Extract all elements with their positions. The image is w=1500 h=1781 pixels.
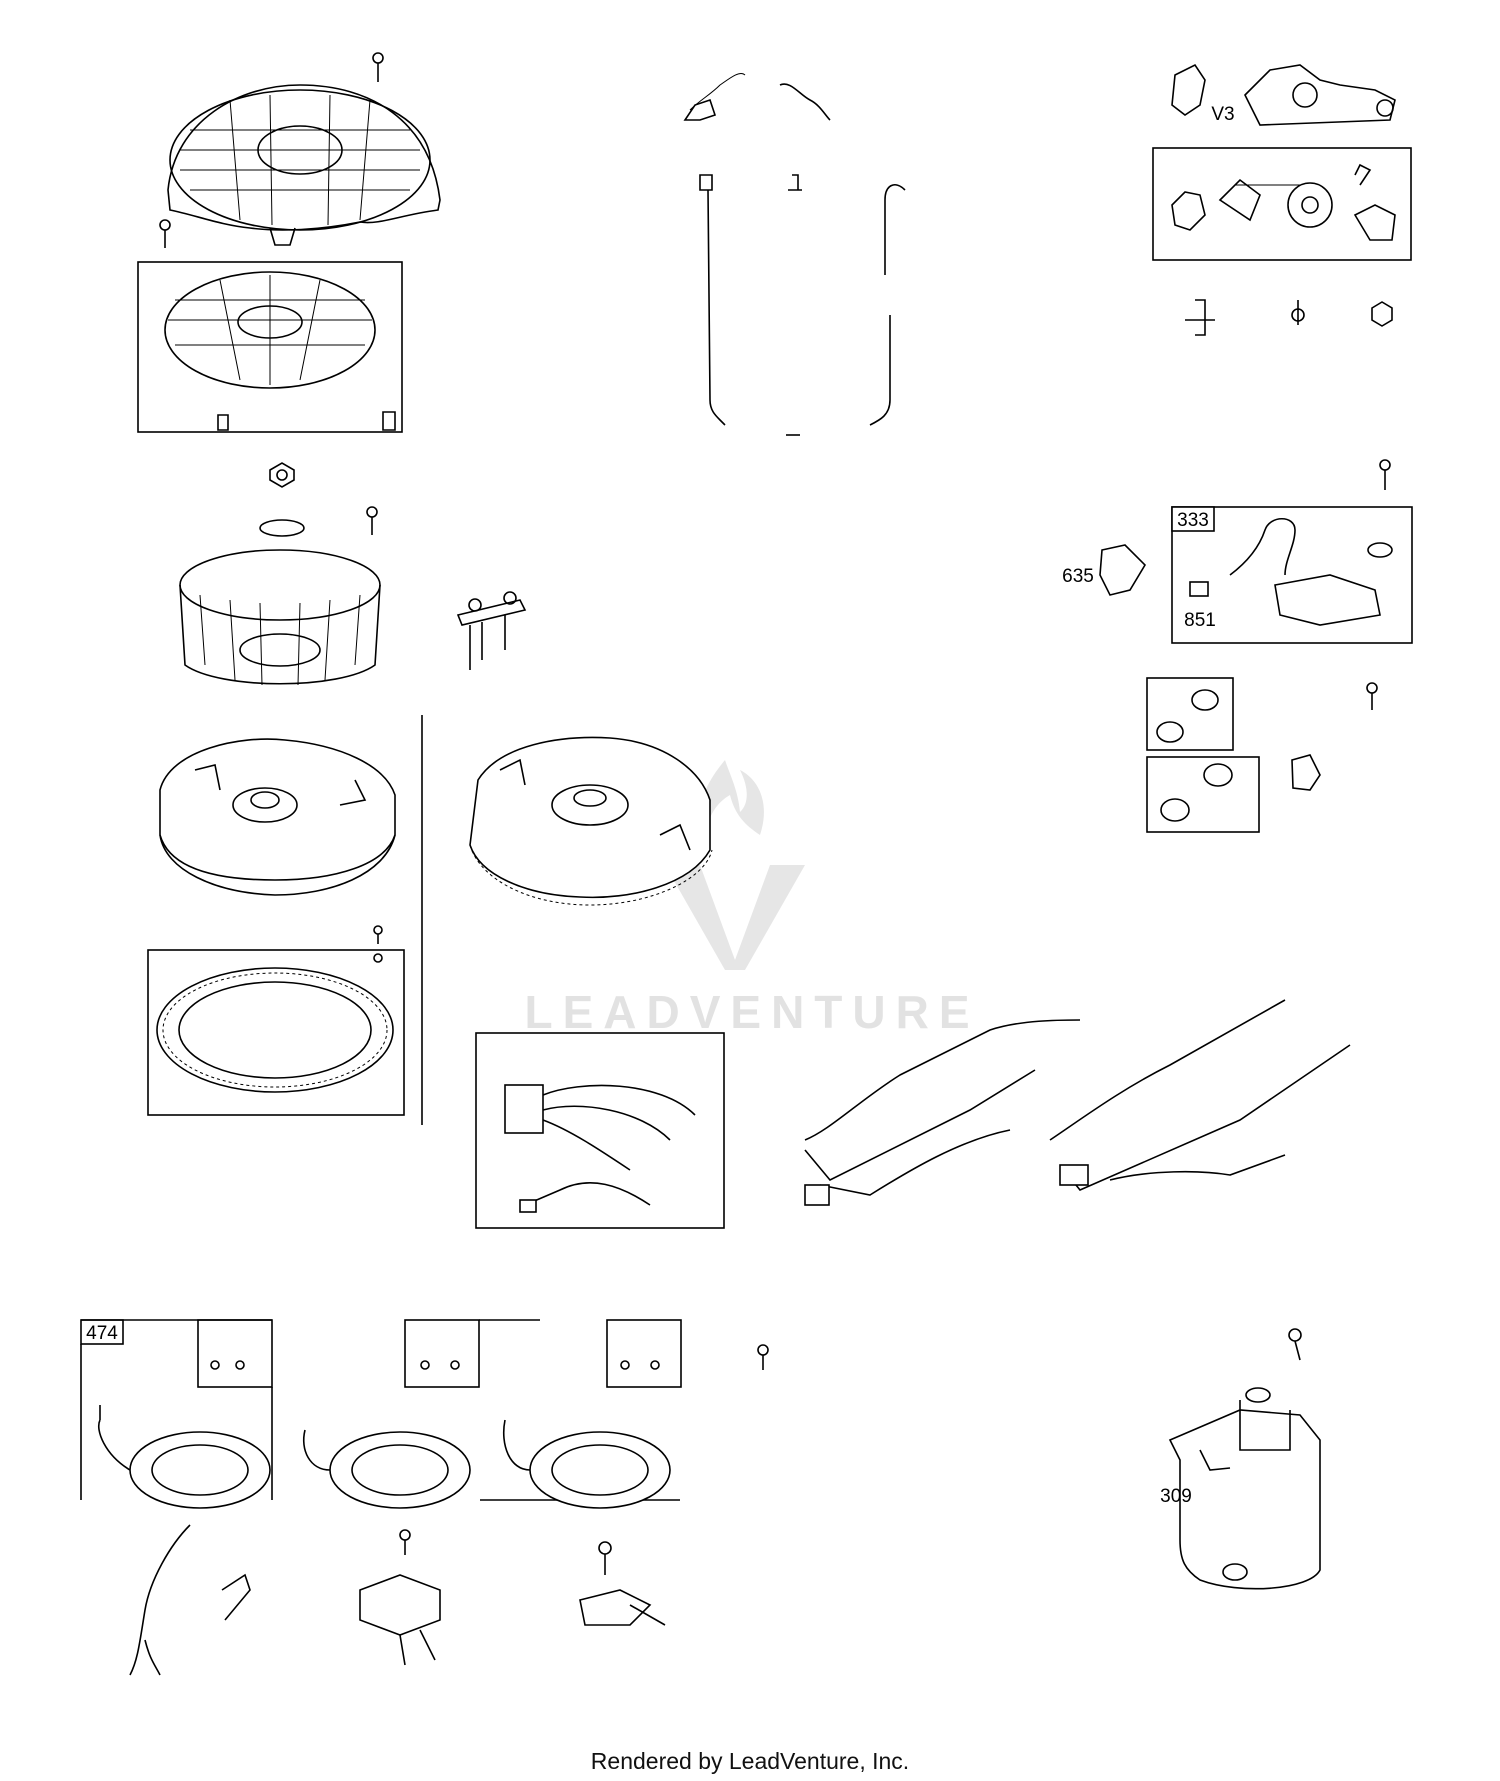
flywheel-with-ring-gear xyxy=(469,736,713,906)
stator-kit-frame-3-hardware xyxy=(606,1319,682,1388)
callout-333-group: 333 xyxy=(1171,506,1215,532)
stator-3 xyxy=(503,1360,671,1509)
wiring-harness-small xyxy=(504,1084,696,1213)
callout-635: 635 xyxy=(1062,566,1094,587)
screw-icon xyxy=(1379,459,1391,490)
rectifier xyxy=(359,1529,441,1666)
terminal-bracket xyxy=(456,591,527,670)
flywheel-fan xyxy=(179,462,381,686)
control-kit-parts xyxy=(1171,163,1396,241)
flywheel-left xyxy=(159,738,396,896)
spark-plug-lead xyxy=(129,1524,251,1676)
starter-motor xyxy=(1168,1328,1321,1590)
callout-474-group: 474 xyxy=(80,1319,124,1345)
control-kit-frame xyxy=(1152,147,1412,261)
clamp-kit-frame-2 xyxy=(1146,756,1260,833)
callout-333: 333 xyxy=(1177,510,1209,531)
wiring-harness-large-2 xyxy=(1049,999,1351,1191)
stator-2 xyxy=(303,1360,471,1509)
watermark-flame-icon xyxy=(699,760,764,850)
stator-1 xyxy=(98,1360,271,1509)
harness-kit-frame xyxy=(475,1032,725,1229)
blower-housing xyxy=(159,52,441,248)
hose-clamps-2 xyxy=(1160,754,1321,822)
ignition-armature-kit-frame xyxy=(1171,506,1413,644)
callout-635-group: 635 xyxy=(1062,544,1147,596)
ring-gear-kit-frame xyxy=(147,949,405,1116)
stator-kit-frame-1-hardware xyxy=(197,1319,273,1388)
watermark-text: LEADVENTURE xyxy=(524,986,979,1038)
stator-kit-frame-2-hardware xyxy=(404,1319,480,1388)
governor-springs-and-links xyxy=(683,72,906,436)
screw-icon xyxy=(372,52,384,82)
screw-icon xyxy=(159,219,171,248)
hose-clamps xyxy=(1156,689,1219,743)
screw-icon xyxy=(757,1344,769,1370)
fastener-row xyxy=(1185,299,1393,336)
callout-v3: V3 xyxy=(1211,104,1234,125)
footer-credit: Rendered by LeadVenture, Inc. xyxy=(590,1748,910,1774)
watermark-v-icon xyxy=(665,865,805,970)
grass-screen-kit-frame xyxy=(137,261,403,433)
regulator xyxy=(579,1541,666,1626)
watermark: LEADVENTURE xyxy=(524,760,979,1038)
control-bracket: V3 xyxy=(1171,63,1396,126)
screw-icon xyxy=(1366,682,1378,710)
callout-474: 474 xyxy=(86,1323,118,1344)
grass-screen xyxy=(164,271,396,431)
wiring-harness-large-1 xyxy=(804,1019,1081,1206)
clamp-kit-frame xyxy=(1146,677,1234,751)
callout-851: 851 xyxy=(1184,610,1216,631)
ring-gear xyxy=(156,925,394,1093)
spark-plug-boot-icon xyxy=(1099,544,1147,596)
callout-309: 309 xyxy=(1160,1486,1192,1507)
ignition-armature xyxy=(1189,517,1393,626)
